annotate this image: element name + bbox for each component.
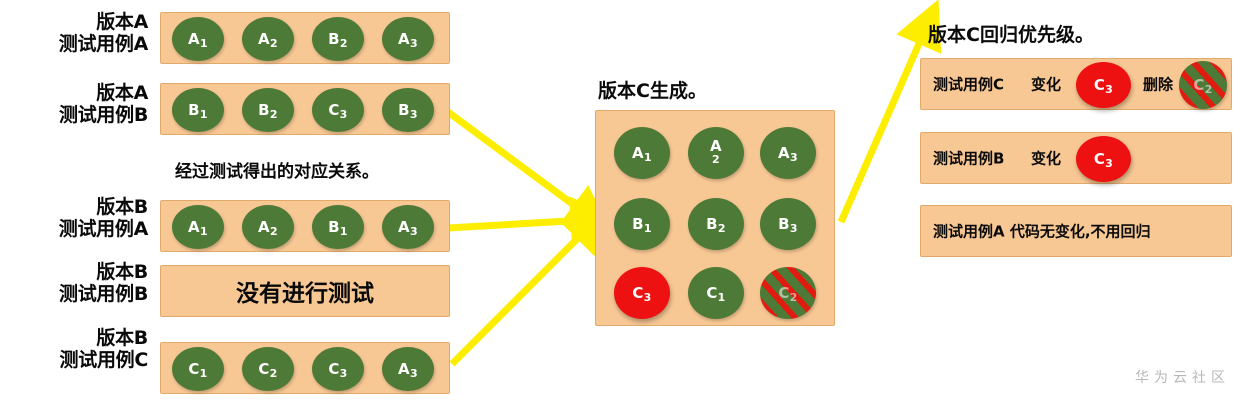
grid-ball: C1 (688, 267, 744, 319)
token-ball: A2 (242, 205, 294, 249)
token-ball: B1 (312, 205, 364, 249)
priority-change-label: 变化 (1031, 149, 1062, 168)
row-label-1: 版本A 测试用例B (59, 82, 148, 126)
grid-ball: A3 (760, 127, 816, 179)
priority-delete-label: 删除 (1143, 75, 1174, 94)
priority-case-label: 测试用例B (933, 149, 1005, 168)
priority-ball-changed: C3 (1076, 136, 1131, 182)
token-ball: B2 (312, 17, 364, 61)
row-label-3: 版本B 测试用例B (59, 261, 148, 305)
arrow-caseBA-to-versionC (447, 196, 620, 246)
grid-ball: A1 (614, 127, 670, 179)
priority-row-0: 测试用例C 变化 C3 删除 C2 (920, 58, 1232, 110)
token-ball: A3 (382, 347, 434, 391)
token-ball: B1 (172, 88, 224, 132)
middle-heading: 版本C生成。 (598, 80, 707, 102)
grid-ball-deleted: C2 (760, 267, 816, 319)
row-label-0: 版本A 测试用例A (58, 11, 149, 55)
grid-ball: B1 (614, 198, 670, 250)
watermark: 华为云社区 (1135, 370, 1230, 386)
priority-row-1: 测试用例B 变化 C3 (920, 132, 1232, 184)
token-ball: C3 (312, 347, 364, 391)
row-panel-4: C1 C2 C3 A3 (160, 342, 450, 394)
priority-no-change-label: 测试用例A 代码无变化,不用回归 (933, 222, 1151, 241)
row-label-4: 版本B 测试用例C (59, 327, 149, 371)
grid-ball-changed: C3 (614, 267, 670, 319)
row-panel-1: B1 B2 C3 B3 (160, 83, 450, 135)
token-ball: C3 (312, 88, 364, 132)
priority-change-label: 变化 (1031, 75, 1062, 94)
token-ball: A1 (172, 17, 224, 61)
arrow-versionC-to-priority (837, 0, 942, 224)
token-ball: A3 (382, 17, 434, 61)
priority-case-label: 测试用例C (933, 75, 1005, 94)
token-ball: C1 (172, 347, 224, 391)
token-ball: A2 (242, 17, 294, 61)
grid-ball: B2 (688, 198, 744, 250)
grid-ball: A 2 (688, 127, 744, 179)
row-panel-0: A1 A2 B2 A3 (160, 12, 450, 64)
priority-ball-changed: C3 (1076, 62, 1131, 108)
priority-row-2: 测试用例A 代码无变化,不用回归 (920, 205, 1232, 257)
arrow-caseAB-to-versionC (445, 109, 614, 234)
left-caption: 经过测试得出的对应关系。 (175, 162, 379, 182)
version-c-panel: A1 A 2 A3 B1 B2 B3 C3 C1 C2 (595, 110, 835, 326)
arrow-caseBC-to-versionC (449, 204, 612, 367)
row-label-2: 版本B 测试用例A (58, 196, 149, 240)
token-ball: B2 (242, 88, 294, 132)
right-heading: 版本C回归优先级。 (928, 24, 1094, 46)
token-ball: A1 (172, 205, 224, 249)
token-ball: B3 (382, 88, 434, 132)
no-test-text: 没有进行测试 (236, 281, 374, 307)
row-panel-2: A1 A2 B1 A3 (160, 200, 450, 252)
row-panel-3: 没有进行测试 (160, 265, 450, 317)
grid-ball: B3 (760, 198, 816, 250)
token-ball: C2 (242, 347, 294, 391)
token-ball: A3 (382, 205, 434, 249)
priority-ball-deleted: C2 (1179, 61, 1227, 109)
